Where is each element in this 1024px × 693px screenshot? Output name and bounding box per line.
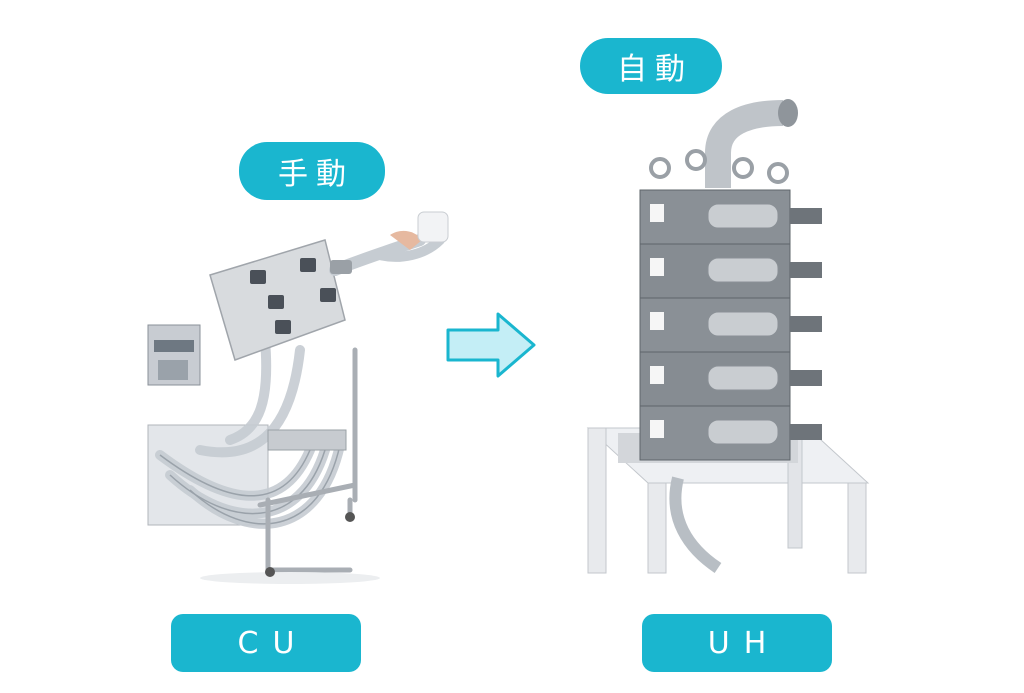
- arrow-right-icon: [446, 312, 536, 378]
- cu-machine-photo: [147, 211, 449, 584]
- uh-machine-photo: [586, 99, 870, 574]
- uh-module-stack: [639, 189, 822, 461]
- cu-hand-hose: [329, 211, 449, 276]
- cu-ports: [250, 258, 336, 334]
- manual-label: 手動: [239, 142, 385, 200]
- auto-label: 自動: [580, 38, 722, 94]
- cu-frame: [257, 347, 358, 573]
- cu-side-unit: [147, 324, 269, 526]
- model-label-cu: CU: [171, 614, 361, 672]
- model-label-uh: UH: [642, 614, 832, 672]
